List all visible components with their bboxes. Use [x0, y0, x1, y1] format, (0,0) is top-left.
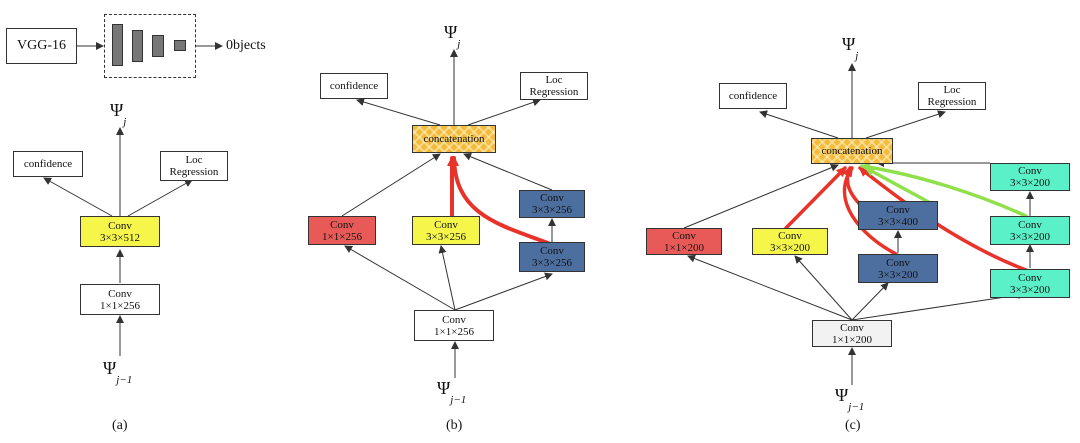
panel-c-arrows [683, 63, 1034, 385]
feature-bar-2 [132, 30, 143, 62]
panel-c-psi-top: Ψj [842, 34, 859, 62]
panel-a-psi-bottom: Ψj−1 [103, 358, 133, 386]
panel-b-caption: (b) [446, 418, 463, 433]
panel-b-confidence-box: confidence [320, 73, 388, 99]
panel-a-arrows [43, 127, 193, 356]
panel-a-psi-top: Ψj [110, 100, 127, 128]
vgg16-label: VGG-16 [17, 38, 66, 53]
panel-b-psi-bottom: Ψj−1 [437, 378, 467, 406]
panel-b-arrows [341, 49, 556, 378]
objects-label: 0bjects [226, 38, 266, 53]
feature-bar-4 [174, 40, 186, 51]
panel-c-caption: (c) [845, 418, 861, 433]
feature-bar-3 [152, 35, 164, 57]
panel-b-skip-arrows [447, 156, 550, 245]
panel-c-confidence-box: confidence [719, 83, 787, 109]
feature-bar-1 [112, 24, 123, 66]
panel-b-concatenation-box: concatenation [412, 125, 496, 153]
panel-a-caption: (a) [112, 418, 128, 433]
panel-c-psi-bottom: Ψj−1 [835, 385, 865, 413]
vgg16-box: VGG-16 [6, 28, 77, 64]
panel-c-skip-arrows-green [860, 162, 1028, 218]
panel-b-psi-top: Ψj [444, 22, 461, 50]
panel-c-concatenation-box: concatenation [811, 138, 893, 164]
panel-a-confidence-box: confidence [13, 151, 83, 177]
